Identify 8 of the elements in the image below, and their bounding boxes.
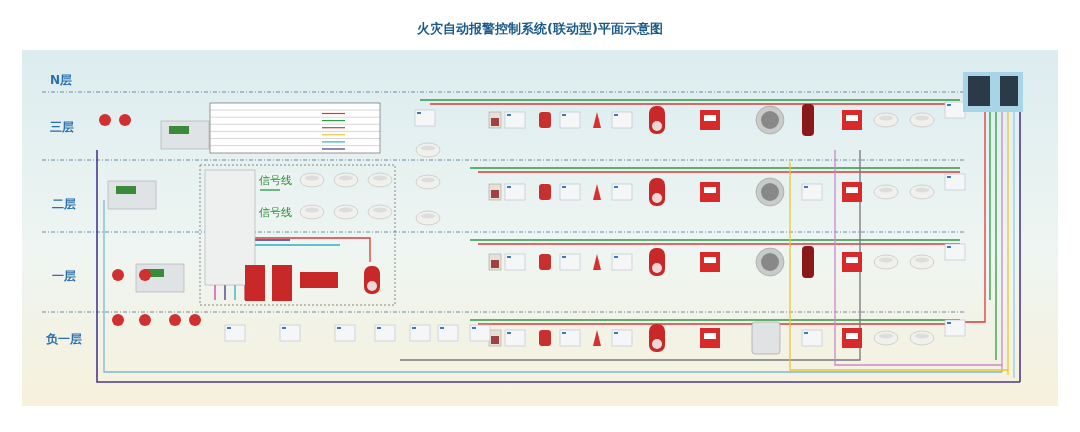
floor-label: N层 (50, 72, 73, 89)
floor-label: 三层 (50, 119, 74, 136)
floor-label: 一层 (52, 268, 76, 285)
floor-label: 二层 (52, 196, 76, 213)
line-label: 信号线 (258, 205, 293, 220)
line-label: 信号线 (258, 173, 293, 188)
diagram-title: 火灾自动报警控制系统(联动型)平面示意图 (416, 20, 664, 38)
floor-label: 负一层 (46, 331, 82, 348)
